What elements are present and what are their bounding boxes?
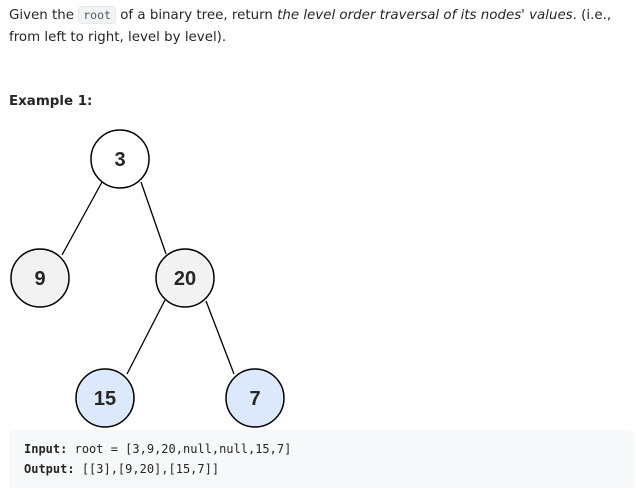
description-text: of a binary tree, return [115,8,278,23]
edge-3-9 [61,181,103,256]
node-circle [75,368,135,428]
description-text: Given the [9,8,79,23]
node-circle [90,129,150,189]
node-circle [10,248,70,308]
node-label: 15 [94,388,116,410]
tree-edges [61,181,235,375]
node-label: 20 [174,268,196,290]
node-circle [225,368,285,428]
node-label: 9 [34,268,45,290]
inline-code-root: root [78,6,116,24]
tree-node-3: 3 [90,129,150,189]
node-circle [155,248,215,308]
binary-tree-diagram: 3 9 20 15 7 [10,129,285,428]
example-input-line: Input: root = [3,9,20,null,null,15,7] [24,439,634,459]
tree-node-20: 20 [155,248,215,308]
node-label: 7 [249,388,260,410]
tree-node-7: 7 [225,368,285,428]
example-io-block: Input: root = [3,9,20,null,null,15,7] Ou… [9,430,634,488]
tree-node-15: 15 [75,368,135,428]
edge-20-7 [205,300,235,375]
example-output-line: Output: [[3],[9,20],[15,7]] [24,459,634,479]
output-value: [[3],[9,20],[15,7]] [81,462,220,476]
node-label: 3 [114,149,125,171]
edge-3-20 [140,181,167,255]
input-label: Input: [24,442,68,456]
example-heading: Example 1: [9,94,93,109]
output-label: Output: [24,462,75,476]
edge-20-15 [126,299,166,375]
description-text: . (i.e., from left to right, level by le… [9,8,612,45]
tree-node-9: 9 [10,248,70,308]
description-emphasis: the level order traversal of its nodes' … [277,8,573,23]
problem-description: Given the root of a binary tree, return … [9,4,629,49]
input-value: root = [3,9,20,null,null,15,7] [74,442,292,456]
